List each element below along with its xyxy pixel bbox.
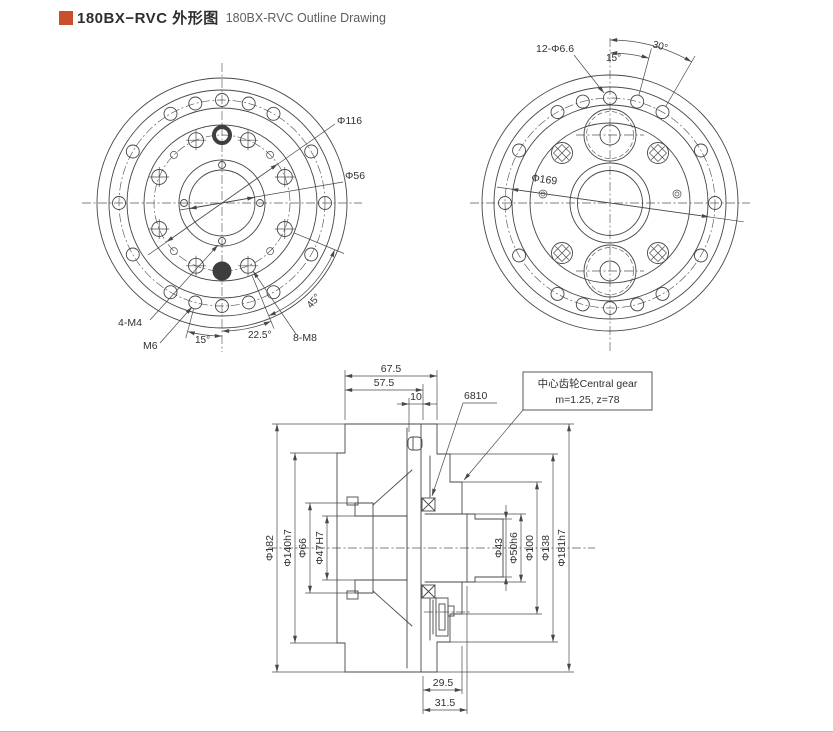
front-m4-holes — [180, 161, 264, 245]
dim-label-rear-30deg: 30° — [651, 39, 669, 54]
rear-socket-features — [551, 142, 669, 264]
section-bottom-dims: 29.5 31.5 — [422, 586, 468, 714]
gear-note-line2: m=1.25, z=78 — [555, 394, 619, 406]
rear-center-hole-outer — [569, 162, 651, 244]
dim-label-rear-15deg: 15° — [606, 53, 621, 64]
leader-m6 — [159, 306, 193, 344]
rear-center-hole-inner — [577, 170, 643, 236]
front-small-features — [170, 125, 274, 281]
rear-pin-holes — [538, 189, 682, 199]
section-left-dims: Φ182 Φ140h7 Φ66 Φ47H7 — [264, 423, 355, 673]
front-view: Φ116 Φ56 4-M4 M6 8-M8 — [82, 63, 365, 352]
dim-label-phi169: Φ169 — [531, 172, 558, 188]
dim-label-12phi66: 12-Φ6.6 — [536, 43, 574, 55]
dim-label-67-5: 67.5 — [381, 363, 402, 375]
dim-label-phi56: Φ56 — [345, 170, 365, 182]
dim-label-57-5: 57.5 — [374, 377, 395, 389]
dim-label-8m8: 8-M8 — [293, 332, 317, 344]
dim-label-phi138: Φ138 — [540, 535, 552, 561]
dim-label-phi66: Φ66 — [297, 538, 309, 558]
rear-body-circle — [529, 122, 691, 284]
dim-label-45deg: 45° — [305, 292, 323, 311]
front-m8-holes — [149, 130, 295, 276]
dim-label-phi181h7: Φ181h7 — [556, 529, 568, 567]
section-screw-and-bearings — [407, 436, 436, 599]
dim-label-6810: 6810 — [464, 390, 488, 402]
front-flange-step-circle — [126, 107, 318, 299]
gear-note-line1: 中心齿轮Central gear — [538, 377, 638, 390]
rear-flange-step-circle — [511, 104, 709, 302]
rear-rim-bolt-holes — [498, 91, 722, 315]
section-top-dims: 67.5 57.5 10 6810 — [344, 363, 497, 497]
page-title-en: 180BX-RVC Outline Drawing — [225, 10, 386, 25]
rear-planet-gear-bottom — [576, 244, 644, 298]
dim-label-phi100: Φ100 — [524, 535, 536, 561]
leader-12phi66 — [573, 54, 605, 94]
rear-bolt-circle — [504, 97, 716, 309]
section-input-assembly — [423, 597, 473, 637]
leader-4m4 — [149, 244, 219, 321]
dim-label-m6: M6 — [143, 340, 158, 352]
dim-label-31-5: 31.5 — [435, 697, 456, 709]
dim-phi56: Φ56 — [179, 170, 365, 211]
dim-label-phi43: Φ43 — [493, 538, 505, 558]
dim-label-phi50h6: Φ50h6 — [508, 532, 520, 564]
dim-label-15deg: 15° — [195, 335, 210, 346]
rear-view: 12-Φ6.6 15° 30° Φ169 — [470, 38, 750, 352]
dim-label-phi47h7: Φ47H7 — [314, 531, 326, 565]
dim-label-10: 10 — [410, 391, 422, 403]
rear-planet-gear-top — [576, 108, 644, 162]
front-screw-pitch-circle — [153, 134, 291, 272]
dim-phi116: Φ116 — [147, 115, 362, 256]
front-rim-inner-circle — [108, 89, 336, 317]
section-view: 67.5 57.5 10 6810 中心齿轮Central gear m=1.2… — [264, 363, 653, 714]
title-bullet-square — [59, 10, 73, 25]
dim-label-22-5deg: 22.5° — [248, 330, 271, 341]
rear-rim-inner-circle — [493, 86, 727, 320]
front-hub-boss-circle — [178, 159, 266, 247]
dim-label-phi182: Φ182 — [264, 535, 276, 561]
title-bar: 180BX−RVC 外形图 180BX-RVC Outline Drawing — [59, 7, 386, 28]
dim-label-phi140h7: Φ140h7 — [282, 529, 294, 567]
gear-note-callout: 中心齿轮Central gear m=1.25, z=78 — [463, 371, 653, 481]
dim-label-phi116: Φ116 — [337, 115, 362, 127]
page-title-cn: 180BX−RVC 外形图 — [77, 10, 219, 27]
section-right-dims: Φ43 Φ50h6 Φ100 Φ138 Φ181h7 — [437, 423, 574, 673]
dim-label-4m4: 4-M4 — [118, 317, 142, 329]
front-rim-bolt-holes — [112, 93, 332, 313]
front-angle-dims: 15° 22.5° 45° — [185, 232, 345, 346]
front-top-plug — [212, 125, 232, 145]
rear-angle-dims: 15° 30° — [606, 38, 696, 107]
front-bottom-plug — [212, 261, 232, 281]
front-bolt-circle — [118, 99, 326, 307]
dim-phi169: Φ169 — [496, 172, 744, 223]
dim-label-29-5: 29.5 — [433, 677, 454, 689]
front-center-bore-circle — [188, 169, 256, 237]
rear-outer-rim-circle — [481, 74, 739, 332]
section-output-hub — [346, 496, 408, 600]
